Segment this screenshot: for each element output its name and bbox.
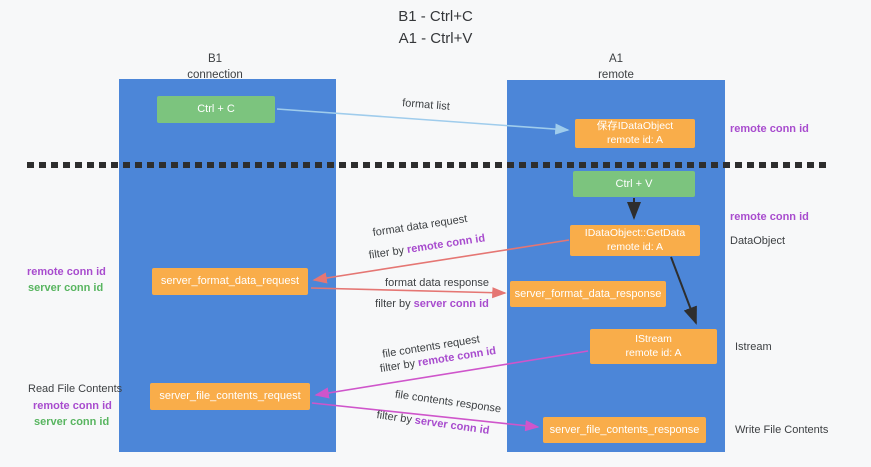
arrow-label-filter-server-1: filter by server conn id (375, 298, 489, 310)
diagram-title: B1 - Ctrl+C A1 - Ctrl+V (0, 6, 871, 50)
server-file-contents-request-box: server_file_contents_request (150, 383, 310, 410)
getdata-line2: remote id: A (606, 240, 664, 253)
server-format-data-request-box: server_format_data_request (152, 268, 308, 295)
file-contents-request-arrow (314, 350, 589, 399)
ctrl-v-box: Ctrl + V (573, 171, 695, 197)
format-data-request-arrow (312, 239, 570, 284)
server-format-data-response-box: server_format_data_response (510, 281, 666, 307)
idataobject-getdata-box: IDataObject::GetData remote id: A (570, 225, 700, 256)
title-line-2: A1 - Ctrl+V (398, 29, 473, 47)
left-server-conn-id-label-2: server conn id (34, 416, 110, 428)
istream-line2: remote id: A (625, 346, 682, 359)
server-file-contents-response-box: server_file_contents_response (543, 417, 706, 443)
getdata-to-istream-arrow (670, 256, 697, 325)
file-contents-response-arrow (311, 402, 540, 432)
save-idataobject-line1: 保存IDataObject (596, 120, 674, 133)
dataobject-label: DataObject (730, 235, 786, 247)
write-file-contents-label: Write File Contents (735, 424, 829, 436)
arrow-label-format-data-response: format data response (385, 277, 489, 289)
right-column-role: remote (598, 69, 634, 82)
ctrl-c-label: Ctrl + C (197, 103, 235, 116)
server-file-contents-response-label: server_file_contents_response (549, 423, 700, 436)
getdata-line1: IDataObject::GetData (584, 227, 686, 240)
istream-box: IStream remote id: A (590, 329, 717, 364)
read-file-contents-label: Read File Contents (28, 383, 123, 395)
ctrl-c-box: Ctrl + C (157, 96, 275, 123)
dashed-divider (27, 162, 830, 168)
server-file-contents-request-label: server_file_contents_request (159, 390, 301, 403)
title-line-1: B1 - Ctrl+C (398, 8, 473, 25)
server-format-data-request-label: server_format_data_request (160, 275, 300, 288)
left-remote-conn-id-label-1: remote conn id (27, 266, 106, 278)
left-column-name: B1 (207, 53, 223, 65)
save-idataobject-line2: remote id: A (606, 133, 664, 146)
right-remote-conn-id-label-1: remote conn id (730, 123, 809, 135)
save-idataobject-box: 保存IDataObject remote id: A (575, 119, 695, 148)
server-format-data-response-label: server_format_data_response (514, 287, 662, 300)
left-remote-conn-id-label-2: remote conn id (33, 400, 112, 412)
ctrl-v-label: Ctrl + V (615, 177, 653, 190)
istream-line1: IStream (635, 333, 672, 346)
format-data-response-arrow (310, 287, 507, 299)
right-remote-conn-id-label-2: remote conn id (730, 211, 809, 223)
left-server-conn-id-label-1: server conn id (28, 282, 104, 294)
right-column-header: A1 remote (541, 51, 691, 83)
istream-side-label: Istream (735, 341, 772, 353)
format-list-arrow (276, 108, 570, 135)
server-conn-id-text: server conn id (413, 298, 489, 310)
right-column-name: A1 (608, 53, 624, 65)
left-column-role: connection (187, 69, 243, 82)
left-column-header: B1 connection (140, 51, 290, 83)
filter-by-text: filter by (375, 298, 414, 310)
